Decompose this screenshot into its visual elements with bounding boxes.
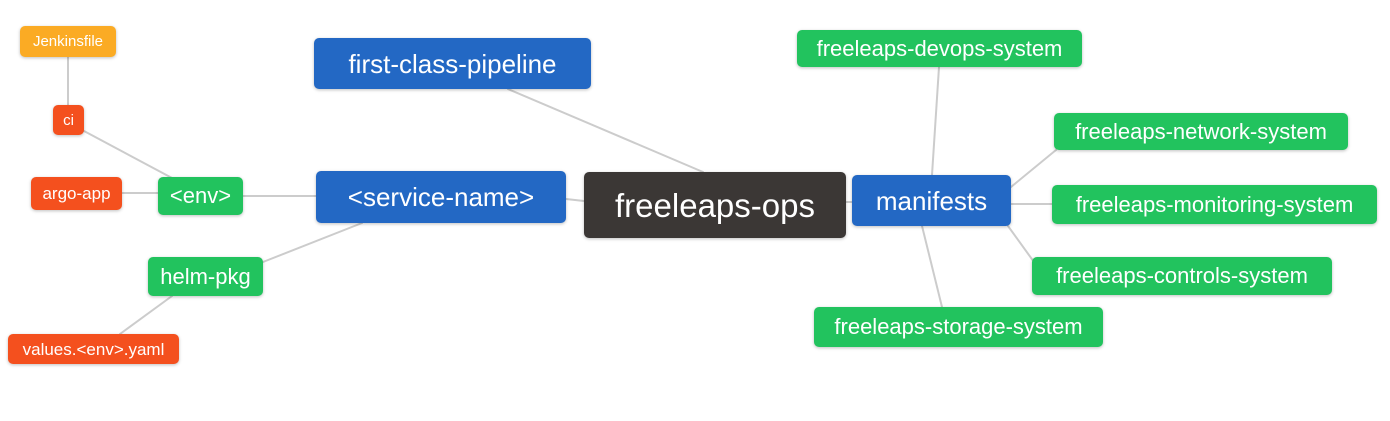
node-argo-app[interactable]: argo-app [31, 177, 122, 210]
node-label: freeleaps-network-system [1075, 118, 1327, 144]
node-label: values.<env>.yaml [22, 339, 165, 359]
node-label: first-class-pipeline [348, 48, 557, 79]
node-label: <service-name> [347, 182, 535, 212]
node-ci[interactable]: ci [53, 105, 84, 135]
node-label: freeleaps-monitoring-system [1075, 191, 1354, 217]
node-freeleaps-monitoring-system[interactable]: freeleaps-monitoring-system [1052, 185, 1377, 224]
node-env[interactable]: <env> [158, 177, 243, 215]
node-freeleaps-ops[interactable]: freeleaps-ops [584, 172, 846, 238]
node-label: freeleaps-ops [615, 186, 815, 224]
node-label: Jenkinsfile [32, 33, 104, 50]
node-freeleaps-storage-system[interactable]: freeleaps-storage-system [814, 307, 1103, 347]
node-label: manifests [875, 185, 988, 216]
node-label: helm-pkg [160, 263, 251, 289]
node-service-name[interactable]: <service-name> [316, 171, 566, 223]
node-label: <env> [169, 183, 232, 208]
node-label: freeleaps-storage-system [834, 314, 1083, 339]
node-helm-pkg[interactable]: helm-pkg [148, 257, 263, 296]
node-label: argo-app [42, 184, 111, 203]
node-jenkinsfile[interactable]: Jenkinsfile [20, 26, 116, 57]
node-first-class-pipeline[interactable]: first-class-pipeline [314, 38, 591, 89]
node-label: ci [63, 111, 74, 129]
node-freeleaps-network-system[interactable]: freeleaps-network-system [1054, 113, 1348, 150]
node-freeleaps-devops-system[interactable]: freeleaps-devops-system [797, 30, 1082, 67]
node-freeleaps-controls-system[interactable]: freeleaps-controls-system [1032, 257, 1332, 295]
node-label: freeleaps-devops-system [816, 35, 1063, 61]
node-manifests[interactable]: manifests [852, 175, 1011, 226]
node-values-env-yaml[interactable]: values.<env>.yaml [8, 334, 179, 364]
node-label: freeleaps-controls-system [1056, 263, 1308, 288]
